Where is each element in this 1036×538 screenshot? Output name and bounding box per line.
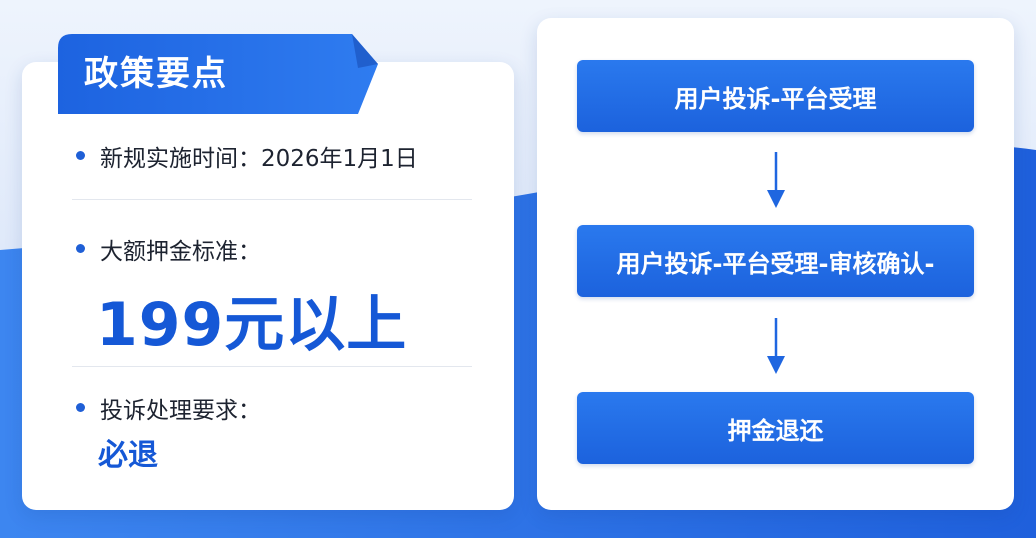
- bullet-icon: [76, 151, 85, 160]
- effective-date-text: 新规实施时间：2026年1月1日: [100, 146, 418, 172]
- arrow-down-icon: [767, 152, 785, 208]
- bullet-icon: [76, 403, 85, 412]
- divider: [72, 366, 472, 367]
- complaint-requirement-value: 必退: [98, 438, 158, 473]
- title-ribbon: [58, 34, 378, 114]
- deposit-standard-value: 199元以上: [96, 290, 408, 360]
- bullet-icon: [76, 244, 85, 253]
- deposit-standard-label: 大额押金标准：: [100, 239, 261, 265]
- policy-card: [22, 62, 514, 510]
- flow-step-3: 押金退还: [577, 392, 974, 464]
- page-title: 政策要点: [84, 54, 228, 94]
- divider: [72, 199, 472, 200]
- complaint-requirement-label: 投诉处理要求：: [100, 398, 261, 424]
- arrow-down-icon: [767, 318, 785, 374]
- flow-step-2: 用户投诉-平台受理-审核确认-: [577, 225, 974, 297]
- flow-step-1: 用户投诉-平台受理: [577, 60, 974, 132]
